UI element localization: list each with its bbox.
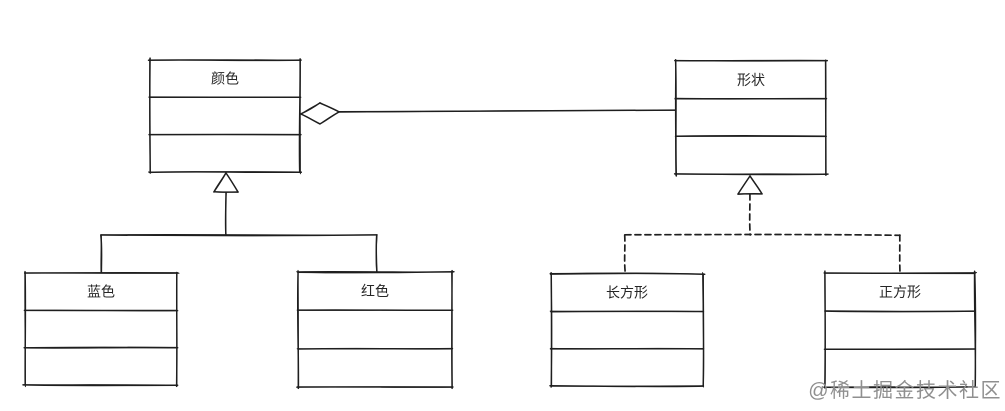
realization-marker-hollow-triangle <box>737 175 763 195</box>
class-box-outline <box>296 386 453 388</box>
compartment-divider <box>296 347 454 350</box>
class-box-outline <box>974 271 977 389</box>
class-title: 正方形 <box>879 284 921 300</box>
marker-fill <box>214 173 238 192</box>
class-box-outline <box>674 59 677 176</box>
marker-edge <box>737 175 751 195</box>
compartment-divider <box>550 347 705 350</box>
class-node-color: 颜色 <box>147 57 303 175</box>
class-node-shape: 形状 <box>673 58 829 177</box>
marker-edge <box>319 102 340 113</box>
class-title: 蓝色 <box>87 284 115 300</box>
realization-line <box>624 233 901 237</box>
class-box-fill <box>551 274 703 386</box>
class-title: 长方形 <box>606 285 648 301</box>
compartment-divider <box>549 310 704 313</box>
compartment-divider <box>24 309 179 312</box>
class-box-outline <box>24 270 26 388</box>
generalization-line <box>375 234 378 273</box>
class-box-outline <box>674 173 828 175</box>
aggregation-marker-hollow-diamond <box>300 102 340 125</box>
class-title: 颜色 <box>211 71 239 87</box>
generalization-marker-hollow-triangle <box>213 172 239 193</box>
relationship-rectangle-square-realize-shape <box>623 193 901 275</box>
class-node-red: 红色 <box>296 269 455 390</box>
class-box-outline <box>549 273 704 275</box>
aggregation-line <box>338 109 677 113</box>
class-box-fill <box>150 60 300 172</box>
class-title: 红色 <box>361 283 389 299</box>
class-node-rectangle: 长方形 <box>549 272 706 388</box>
class-node-square: 正方形 <box>823 270 978 389</box>
compartment-divider <box>824 310 976 312</box>
class-box-outline <box>149 58 151 174</box>
marker-fill <box>738 176 762 194</box>
class-box-fill <box>25 273 177 385</box>
generalization-line <box>225 191 227 236</box>
class-box-outline <box>674 60 828 62</box>
class-box-outline <box>451 271 453 388</box>
realization-line <box>623 234 627 275</box>
relationship-color-aggregates-shape <box>338 109 677 113</box>
marker-fill <box>301 103 339 124</box>
class-box-fill <box>825 273 975 387</box>
marker-edge <box>319 111 340 125</box>
generalization-line <box>100 233 378 236</box>
compartment-divider <box>24 346 178 349</box>
marker-edge <box>225 172 239 193</box>
class-box-outline <box>550 272 553 388</box>
marker-edge <box>300 113 321 125</box>
marker-edge <box>300 102 321 115</box>
generalization-line <box>100 234 102 274</box>
class-box-outline <box>824 272 978 274</box>
class-box-outline <box>823 386 977 388</box>
class-node-blue: 蓝色 <box>22 270 180 388</box>
class-box-outline <box>296 271 454 273</box>
marker-edge <box>749 175 763 195</box>
class-box-outline <box>702 272 705 388</box>
class-box-fill <box>676 61 826 174</box>
relationship-lines <box>100 109 901 275</box>
class-title: 形状 <box>737 72 765 88</box>
watermark-text: @稀土掘金技术社区 <box>808 379 1002 402</box>
relationship-markers <box>213 102 763 195</box>
class-box-fill <box>298 272 452 387</box>
class-box-outline <box>148 59 301 61</box>
marker-edge <box>213 172 227 193</box>
relationship-blue-red-generalize-color <box>100 191 378 274</box>
